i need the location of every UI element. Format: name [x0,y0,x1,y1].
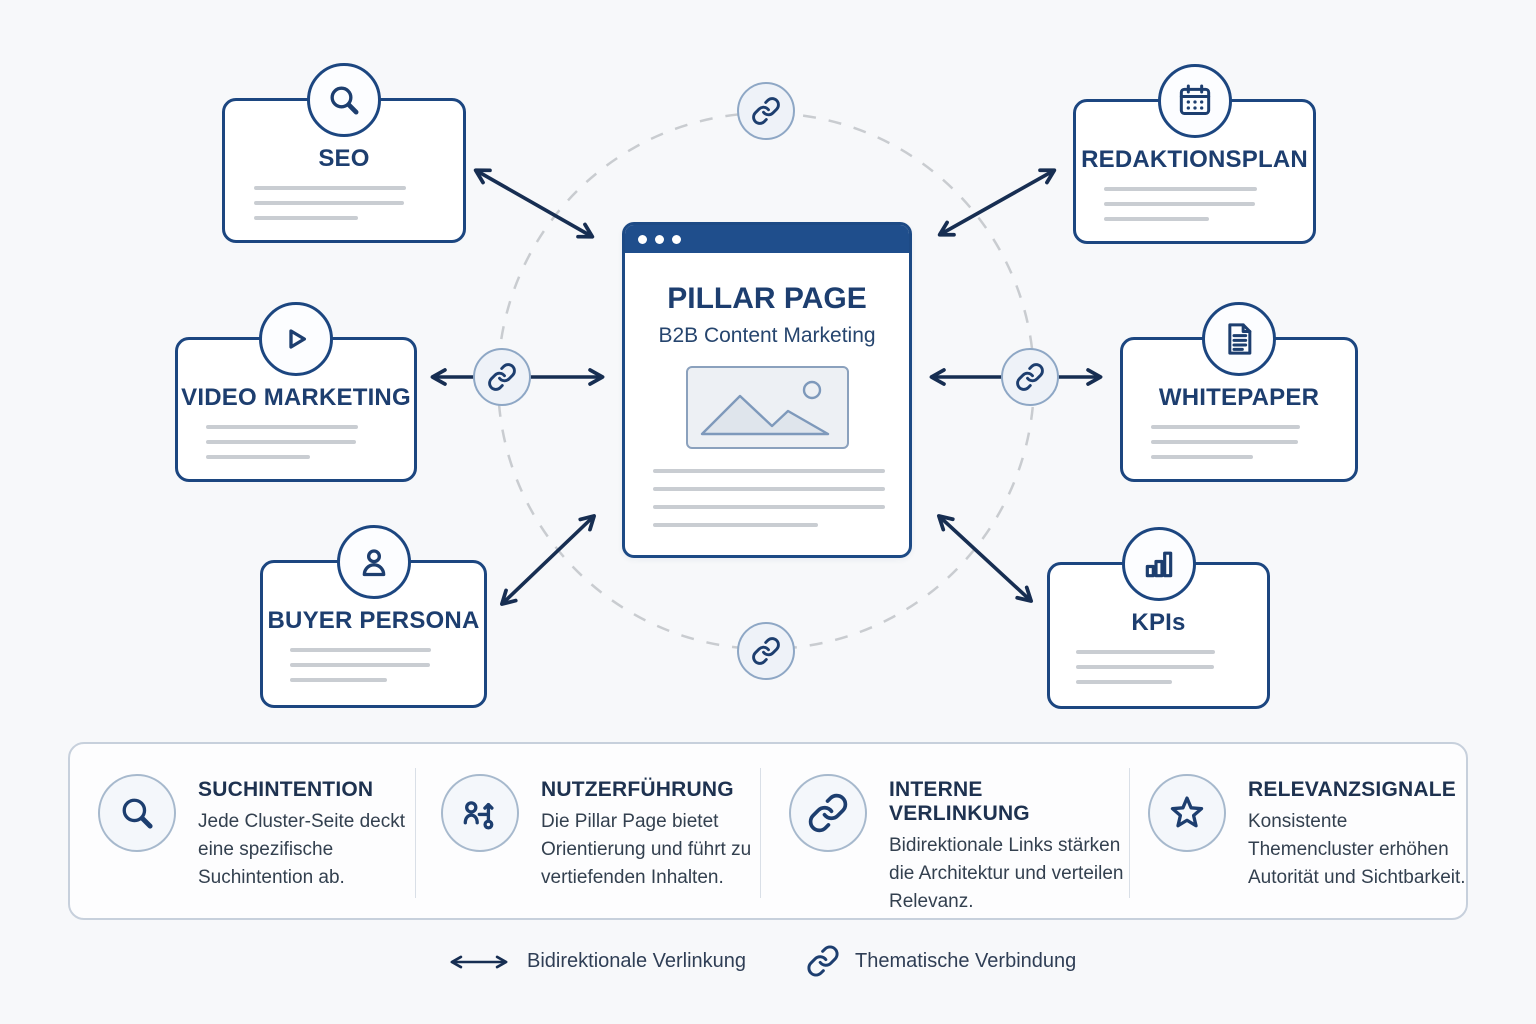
chain-link-icon [752,97,780,125]
calendar-icon [1157,64,1232,138]
placeholder-text-lines [1050,650,1267,684]
placeholder-text-lines [1123,425,1355,459]
cluster-card-redaktionsplan: REDAKTIONSPLAN [1073,64,1316,244]
pillar-page-title: PILLAR PAGE [667,282,867,315]
pillar-page-card: PILLAR PAGE B2B Content Marketing [622,222,912,558]
image-placeholder-icon [685,366,849,449]
star-icon [1148,774,1226,852]
legend-item-text: Jede Cluster-Seite deckt eine spezifisch… [198,811,405,888]
cluster-card-buyer-persona: BUYER PERSONA [260,525,487,708]
legend-item-suchintention: SUCHINTENTION Jede Cluster-Seite deckt e… [98,774,408,892]
legend-item-text: Konsistente Themencluster erhöhen Autori… [1248,811,1466,888]
document-icon [1202,302,1276,376]
link-node-right [1001,348,1059,406]
bidirectional-arrow-redaktionsplan [937,168,1057,237]
bidirectional-arrow-buyer-persona [500,514,596,606]
placeholder-text-lines [263,648,484,682]
user-flow-icon [441,774,519,852]
legend-item-nutzerfuehrung: NUTZERFÜHRUNG Die Pillar Page bietet Ori… [441,774,759,892]
cluster-card-kpis: KPIs [1047,527,1270,709]
window-dot [638,234,647,244]
chain-link-icon [752,637,780,665]
magnifier-icon [307,63,381,137]
bidirectional-arrow-kpis [936,514,1034,603]
footer-key-bidirectional: Bidirektionale Verlinkung [446,950,746,973]
link-node-top [737,82,795,140]
placeholder-text-lines [225,186,463,220]
placeholder-text-lines [1076,187,1313,221]
window-dot [655,234,664,244]
cluster-card-video-marketing: VIDEO MARKETING [175,302,417,482]
legend-item-text: Bidirektionale Links stärken die Archite… [889,835,1124,912]
divider [415,768,416,898]
link-icon [789,774,867,852]
double-arrow-icon [450,955,508,968]
footer-key-label: Thematische Verbindung [855,949,1077,972]
window-dot [672,234,681,244]
link-node-left [473,348,531,406]
cluster-card-title: SEO [318,145,370,172]
chain-link-icon [488,363,516,391]
legend-item-title: NUTZERFÜHRUNG [541,778,734,801]
bar-chart-icon [1121,527,1196,601]
magnifier-icon [98,774,176,852]
browser-titlebar [625,225,909,253]
footer-key-label: Bidirektionale Verlinkung [527,950,747,972]
legend-item-relevanzsignale: RELEVANZSIGNALE Konsistente Themencluste… [1148,774,1470,892]
cluster-card-seo: SEO [222,63,466,243]
legend-item-text: Die Pillar Page bietet Orientierung und … [541,811,752,888]
divider [760,768,761,898]
chain-link-icon [807,945,839,977]
placeholder-text-lines [653,469,909,527]
cluster-card-title: VIDEO MARKETING [181,384,411,411]
divider [1129,768,1130,898]
legend-panel: SUCHINTENTION Jede Cluster-Seite deckt e… [68,742,1468,920]
link-node-bottom [737,622,795,680]
cluster-card-whitepaper: WHITEPAPER [1120,302,1358,482]
legend-item-title: SUCHINTENTION [198,778,374,801]
legend-item-title: RELEVANZSIGNALE [1248,778,1456,801]
cluster-card-title: BUYER PERSONA [267,607,480,634]
play-icon [259,302,333,376]
cluster-card-title: WHITEPAPER [1158,384,1320,411]
legend-item-interne-verlinkung: INTERNE VERLINKUNG Bidirektionale Links … [789,774,1127,916]
bidirectional-arrow-seo [473,168,595,239]
placeholder-text-lines [178,425,414,459]
chain-link-icon [1016,363,1044,391]
cluster-card-title: KPIs [1131,609,1186,636]
person-icon [336,525,411,599]
cluster-card-title: REDAKTIONSPLAN [1081,146,1308,173]
footer-key-thematic: Thematische Verbindung [806,944,1076,978]
pillar-page-subtitle: B2B Content Marketing [658,324,876,347]
legend-item-title: INTERNE VERLINKUNG [889,778,1030,825]
